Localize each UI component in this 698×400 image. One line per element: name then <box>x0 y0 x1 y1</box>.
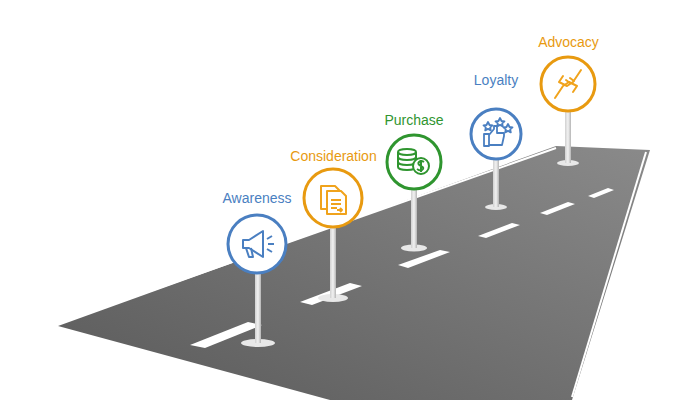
sign-ring <box>225 212 289 276</box>
sign-node: Awareness <box>220 189 294 276</box>
thumbs-up-icon <box>484 118 513 146</box>
sign-ring <box>384 132 444 192</box>
sign-outline <box>387 135 441 189</box>
sign-outline <box>228 215 286 273</box>
megaphone-icon <box>243 231 274 257</box>
stage-label: Loyalty <box>468 71 524 89</box>
sign-node: Loyalty <box>468 71 524 162</box>
sign-node: Purchase <box>382 111 446 192</box>
sign-node: Advocacy <box>536 33 601 114</box>
sign-faces <box>228 57 595 273</box>
sign-ring <box>468 106 524 162</box>
stage-label: Awareness <box>220 189 294 207</box>
documents-icon <box>321 186 346 214</box>
sign-ring <box>301 166 365 230</box>
handshake-icon <box>555 70 581 98</box>
road-edge-line <box>62 148 556 322</box>
lane-dashes <box>190 188 614 348</box>
stage-label: Purchase <box>382 111 446 129</box>
stage-label: Consideration <box>288 147 379 165</box>
sign-ring <box>538 54 598 114</box>
coins-icon <box>398 149 429 174</box>
road-edge-line <box>572 152 646 397</box>
road <box>58 146 650 400</box>
stage-label: Advocacy <box>536 33 601 51</box>
sign-poles <box>241 108 579 347</box>
sign-outline <box>471 109 521 159</box>
sign-outline <box>541 57 595 111</box>
sign-node: Consideration <box>288 147 379 230</box>
sign-outline <box>304 169 362 227</box>
